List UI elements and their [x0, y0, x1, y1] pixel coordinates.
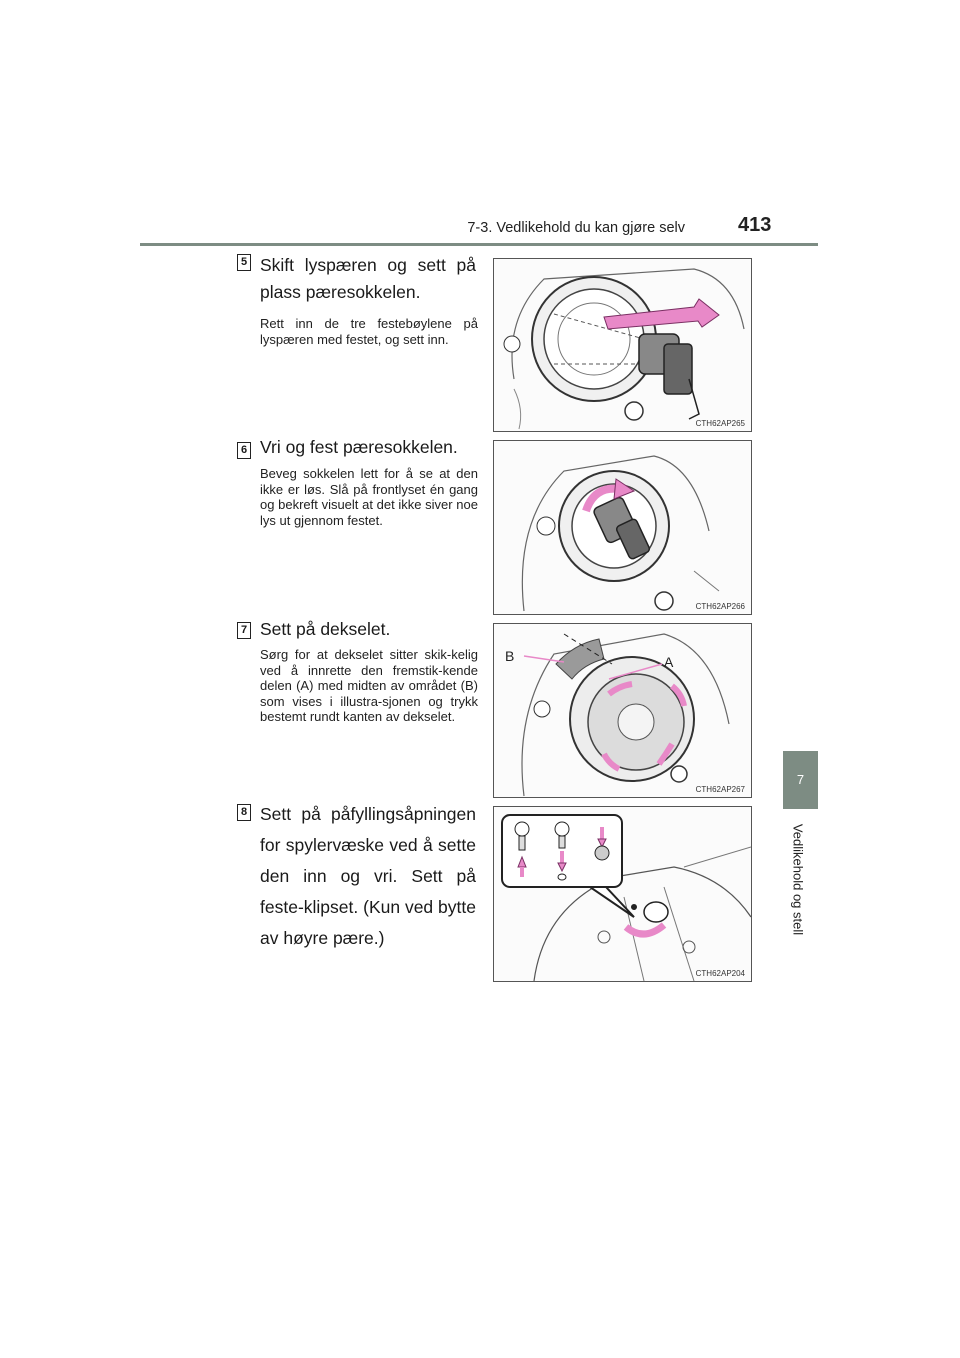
label-a: A: [664, 654, 674, 670]
step-5-body: Rett inn de tre festebøylene på lyspæren…: [260, 316, 478, 347]
step-6-illustration: CTH62AP266: [493, 440, 752, 615]
label-b: B: [505, 648, 515, 664]
step-8-illustration: CTH62AP204: [493, 806, 752, 982]
step-5-heading: Skift lyspæren og sett på plass pæresokk…: [260, 255, 476, 302]
step-7-badge: 7: [237, 622, 251, 639]
step-5-badge: 5: [237, 254, 251, 271]
header-divider: [140, 243, 818, 246]
step-8-badge: 8: [237, 804, 251, 821]
section-title: 7-3. Vedlikehold du kan gjøre selv: [467, 220, 685, 236]
step-7-figure-code: CTH62AP267: [695, 785, 745, 794]
step-7-heading: Sett på dekselet.: [260, 619, 391, 639]
step-6-heading: Vri og fest pæresokkelen.: [260, 437, 458, 457]
step-8-figure-code: CTH62AP204: [695, 969, 745, 978]
step-6-badge: 6: [237, 442, 251, 459]
step-6-body: Beveg sokkelen lett for å se at den ikke…: [260, 466, 478, 528]
step-8-heading: Sett på påfyllingsåpningen for spylervæs…: [260, 804, 476, 948]
step-7-body: Sørg for at dekselet sitter skik-kelig v…: [260, 647, 478, 724]
step-6-figure-code: CTH62AP266: [695, 602, 745, 611]
chapter-side-label: Vedlikehold og stell: [790, 823, 806, 936]
step-7-illustration: B A CTH62AP267: [493, 623, 752, 798]
step-5-figure-code: CTH62AP265: [695, 419, 745, 428]
step-5-illustration: CTH62AP265: [493, 258, 752, 432]
page-number: 413: [738, 214, 772, 236]
chapter-tab: 7: [783, 751, 818, 809]
